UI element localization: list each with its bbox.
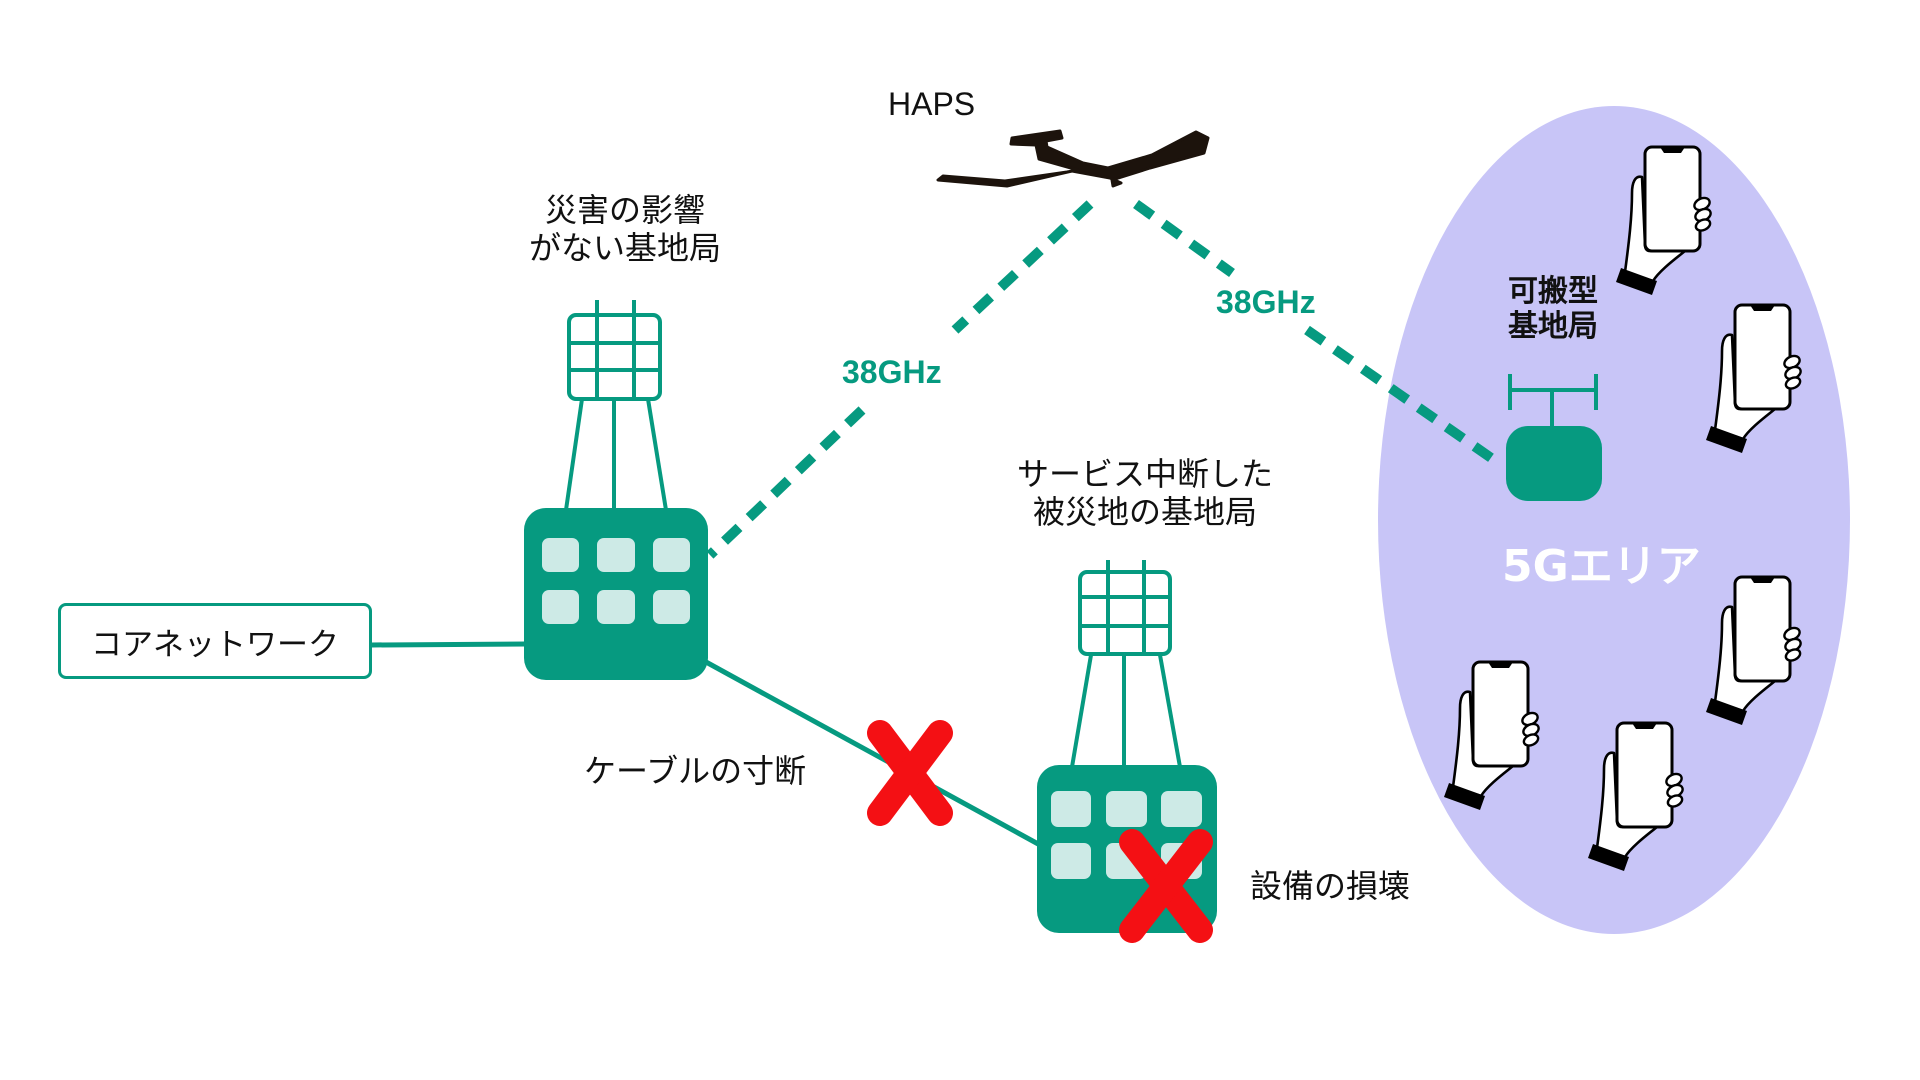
portable-station-label-line1: 可搬型 [1508, 274, 1598, 309]
damaged-station-label-line2: 被災地の基地局 [1032, 492, 1257, 531]
haps-link-right [1133, 199, 1235, 278]
unaffected-station-label: 災害の影響 がない基地局 [505, 191, 745, 268]
haps-link-left-lower [706, 406, 866, 559]
link-frequency-label-left: 38GHz [842, 354, 942, 390]
haps-aircraft-icon [936, 129, 1210, 188]
haps-link-left [951, 200, 1094, 334]
core-link [371, 641, 527, 648]
base-station-icon [564, 300, 668, 511]
portable-base-station-icon [1506, 374, 1602, 501]
5g-area-label: 5Gエリア [1502, 541, 1701, 592]
damaged-station-label-line1: サービス中断した [1016, 455, 1273, 493]
unaffected-station-label-line1: 災害の影響 [544, 191, 705, 229]
equipment-damage-label: 設備の損壊 [1250, 867, 1411, 905]
equipment-damage-cross-icon [1119, 829, 1213, 943]
haps-link-right-lower [1304, 325, 1500, 467]
core-network-label: コアネットワーク [91, 626, 339, 663]
core-network-box: コアネットワーク [58, 603, 372, 679]
cable-cut-label: ケーブルの寸断 [584, 752, 807, 790]
damaged-base-station-icon [1070, 560, 1182, 768]
haps-label: HAPS [888, 86, 976, 122]
cable-cut-cross-icon [867, 720, 953, 826]
unaffected-station-body [524, 508, 708, 680]
portable-station-label: 可搬型 基地局 [1493, 274, 1613, 345]
cable-link [704, 659, 1042, 848]
unaffected-station-label-line2: がない基地局 [528, 228, 721, 267]
damaged-station-label: サービス中断した 被災地の基地局 [985, 455, 1305, 532]
portable-station-label-line2: 基地局 [1508, 309, 1598, 345]
link-frequency-label-right: 38GHz [1216, 284, 1316, 320]
